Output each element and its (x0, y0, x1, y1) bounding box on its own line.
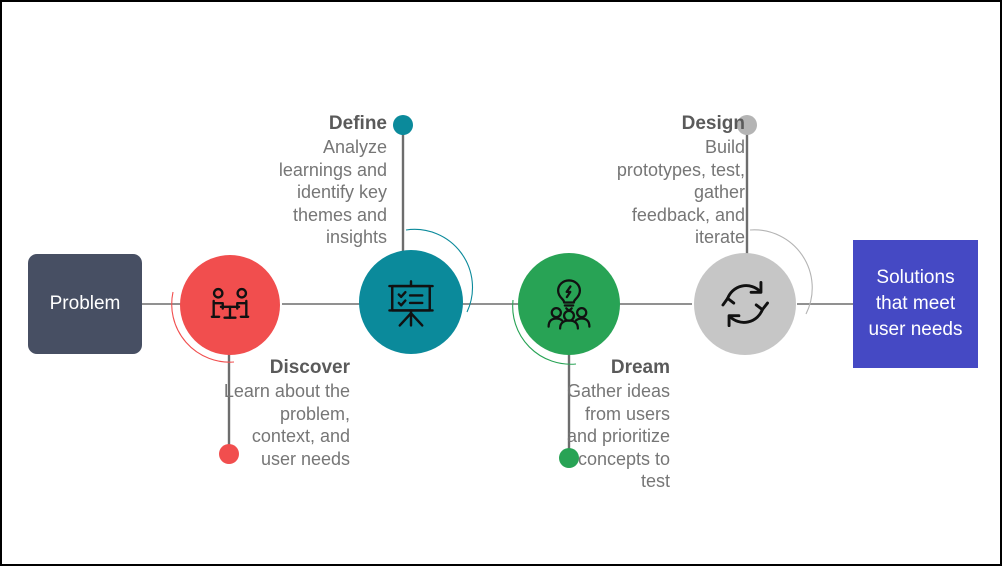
stage-title-discover: Discover (269, 357, 350, 378)
arc-define (405, 228, 474, 313)
stage-title-dream: Dream (610, 357, 670, 378)
stage-circle-design[interactable] (694, 253, 796, 355)
solutions-box-label: Solutions that meet user needs (868, 267, 963, 340)
stage-description-design: Build prototypes, test, gather feedback,… (616, 137, 745, 247)
problem-box-label: Problem (49, 293, 121, 314)
iteration-arrows-icon (715, 274, 775, 334)
stage-text-define: Define Analyze learnings and identify ke… (254, 112, 387, 249)
stage-circle-discover[interactable] (180, 255, 280, 355)
stage-circle-dream[interactable] (518, 253, 620, 355)
stage-text-dream: Dream Gather ideas from users and priori… (555, 356, 670, 493)
lightbulb-people-icon (540, 275, 598, 333)
stage-title-define: Define (328, 113, 387, 134)
stage-description-dream: Gather ideas from users and prioritize c… (566, 381, 670, 491)
stage-text-design: Design Build prototypes, test, gather fe… (615, 112, 745, 249)
arc-dream (512, 299, 577, 365)
problem-box: Problem (28, 254, 142, 354)
solutions-box: Solutions that meet user needs (853, 240, 978, 368)
stage-circle-define[interactable] (359, 250, 463, 354)
dot-define (393, 115, 413, 135)
stage-text-discover: Discover Learn about the problem, contex… (217, 356, 350, 470)
stage-title-design: Design (681, 113, 745, 134)
people-at-table-icon (201, 276, 259, 334)
presentation-checklist-icon (381, 272, 441, 332)
dot-design (737, 115, 757, 135)
arc-discover (171, 291, 235, 363)
stage-description-discover: Learn about the problem, context, and us… (223, 381, 350, 469)
stage-description-define: Analyze learnings and identify key theme… (278, 137, 387, 247)
dot-discover (219, 444, 239, 464)
arc-design (749, 229, 813, 315)
dot-dream (559, 448, 579, 468)
